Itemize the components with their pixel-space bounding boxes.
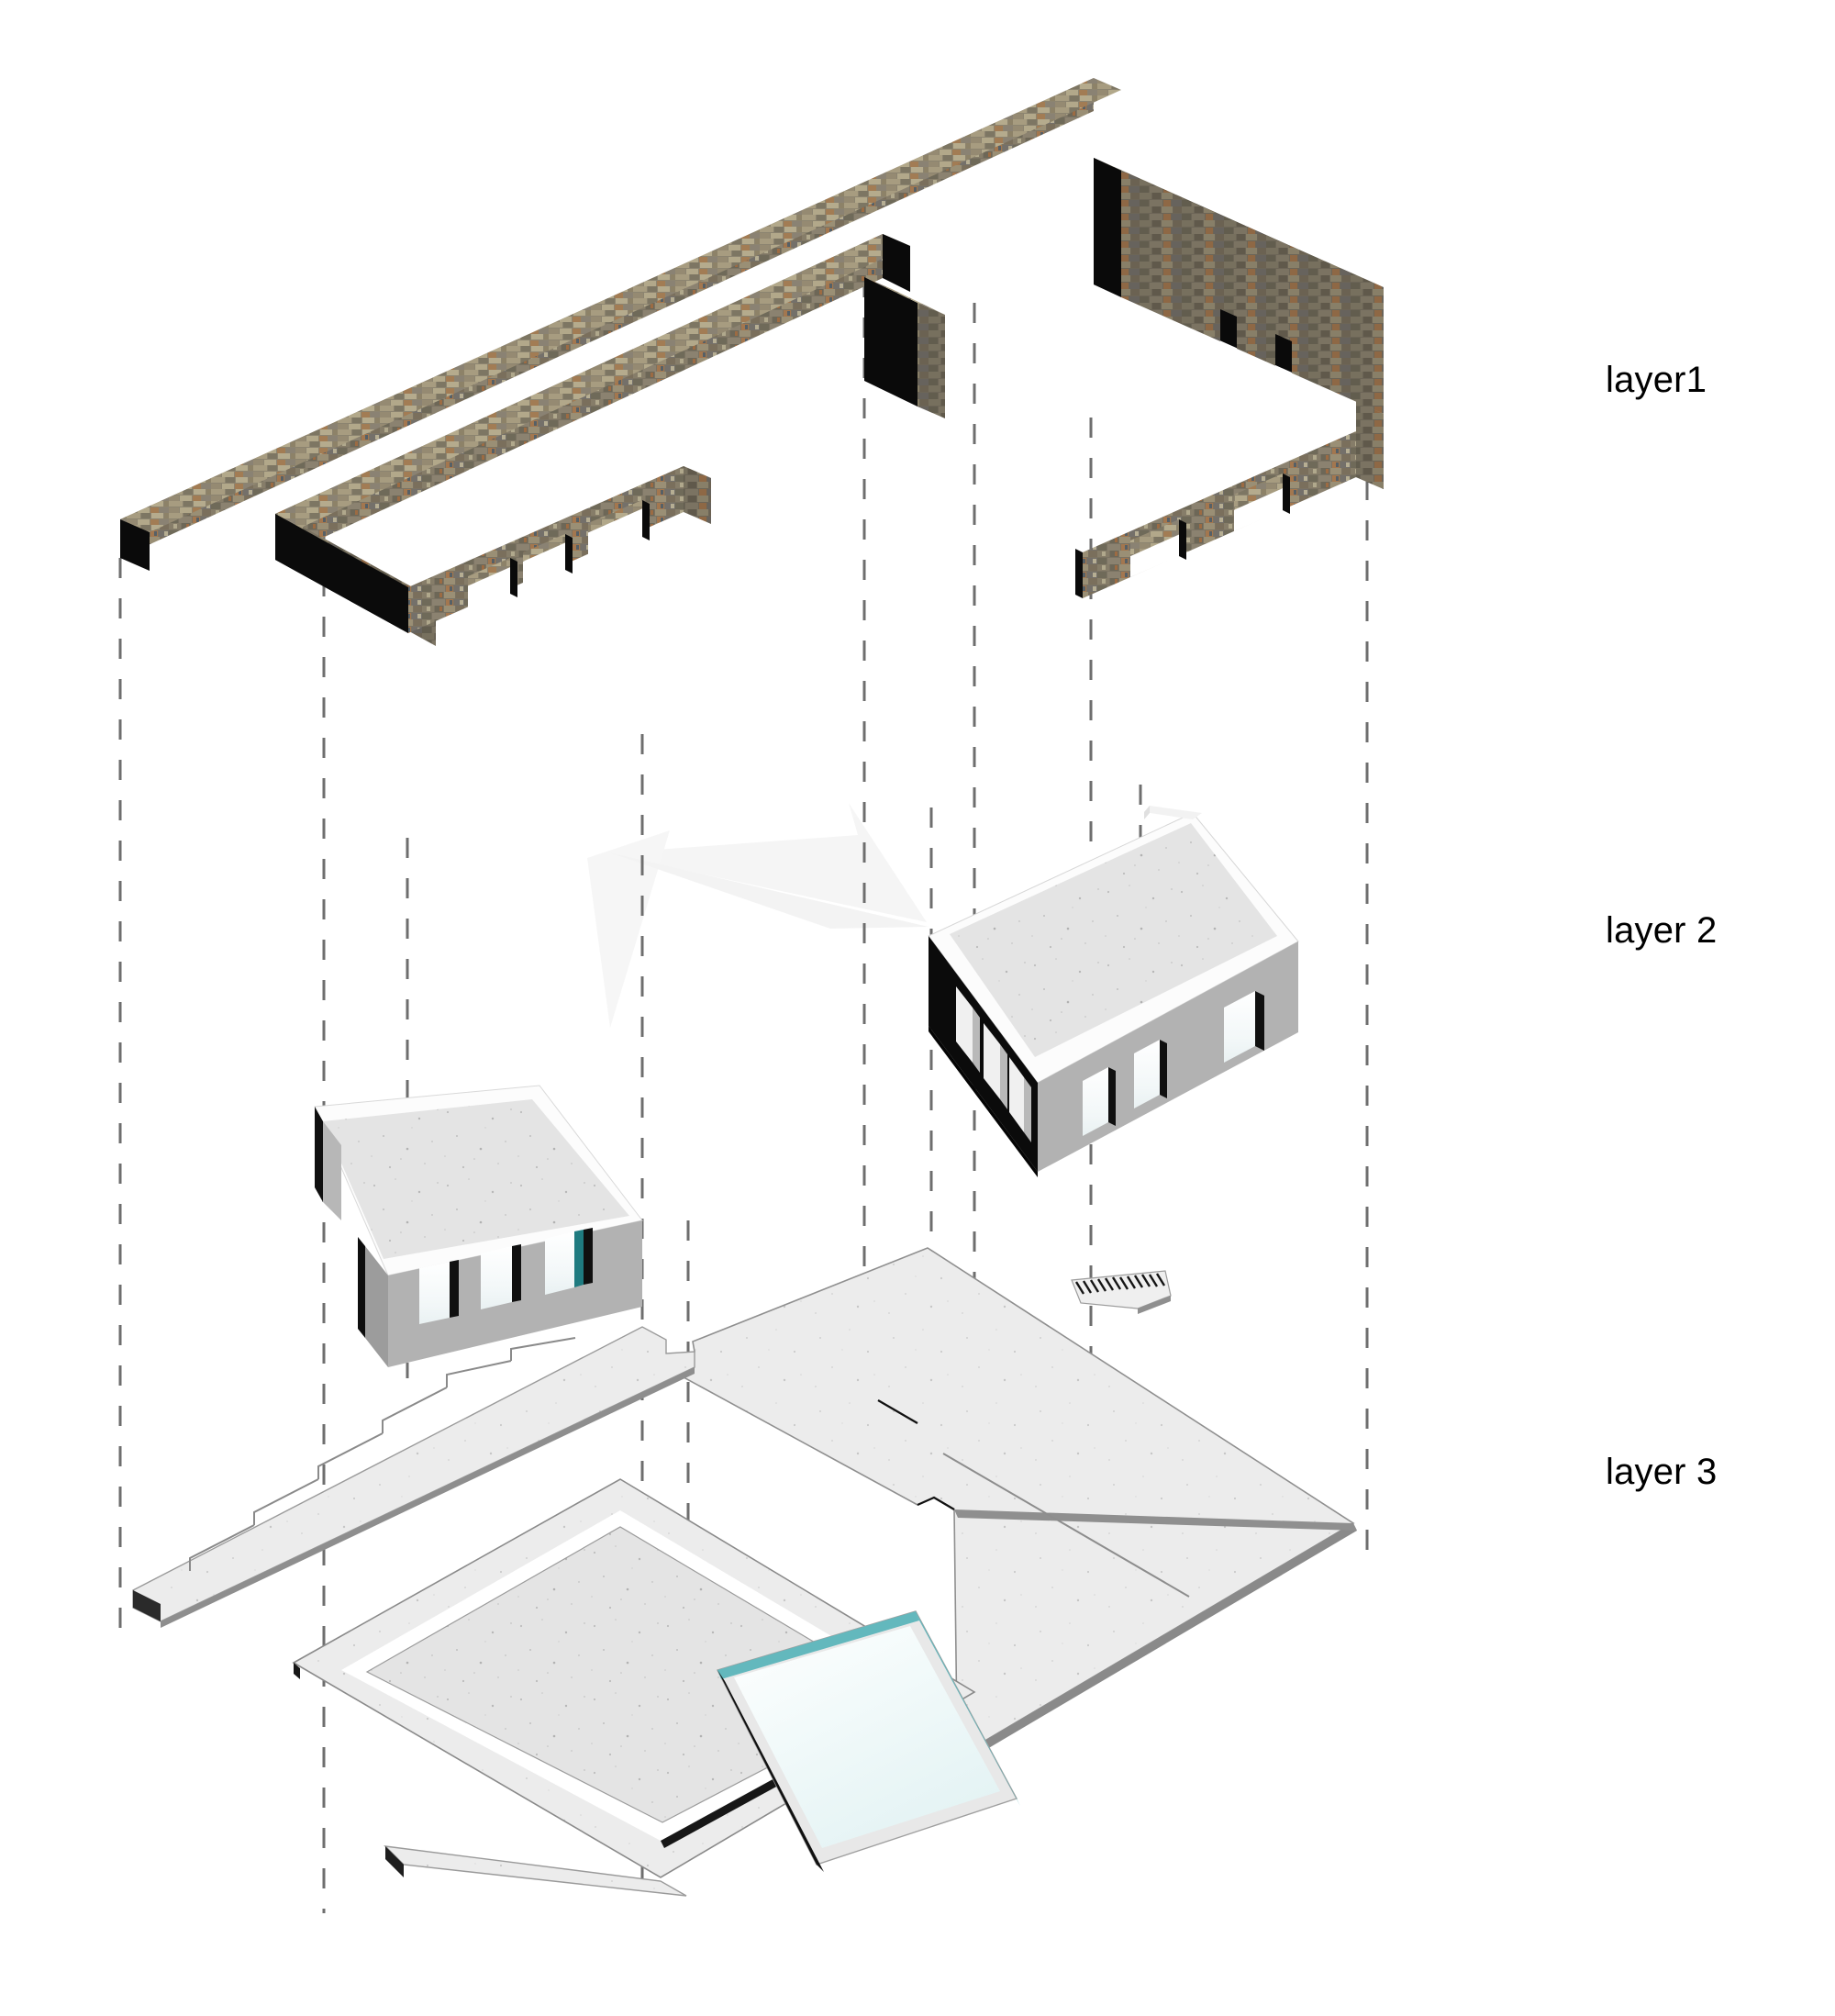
layer1-label: layer1 [1606,360,1707,400]
east-volume[interactable] [928,806,1299,1177]
layer2-label: layer 2 [1606,910,1718,951]
east-long-wall[interactable] [1094,158,1384,414]
background-watermark [587,803,929,1028]
east-south-wall-with-windows[interactable] [1075,431,1384,598]
south-wall-with-windows[interactable] [408,466,711,633]
east-volume-side-windows [956,986,1031,1142]
layer1-stone-walls[interactable] [120,78,1384,646]
west-wall-outer-face[interactable] [275,514,408,633]
podium-notch-outline [877,1399,955,1510]
north-wall-inner-return[interactable] [275,234,910,560]
east-volume-front-windows [1083,991,1264,1136]
lower-terrace-flap[interactable] [384,1845,687,1897]
west-volume-front-windows [419,1228,593,1324]
layer3-ground-plane[interactable] [132,1247,1357,1897]
lower-terrace-wing[interactable] [954,1509,1357,1531]
lap-pool[interactable] [716,1610,1020,1872]
long-north-wall[interactable] [120,78,1121,571]
stepped-walkway-strip[interactable] [132,1326,695,1628]
east-corner-connector [1356,401,1384,489]
walkway-steps [189,1337,576,1571]
layer3-label: layer 3 [1606,1452,1718,1492]
small-stair[interactable] [1071,1270,1172,1314]
center-fin-wall[interactable] [864,277,945,418]
west-volume[interactable] [314,1085,643,1367]
layer2-volumes[interactable] [314,806,1299,1367]
stair-treads [1074,1273,1166,1295]
